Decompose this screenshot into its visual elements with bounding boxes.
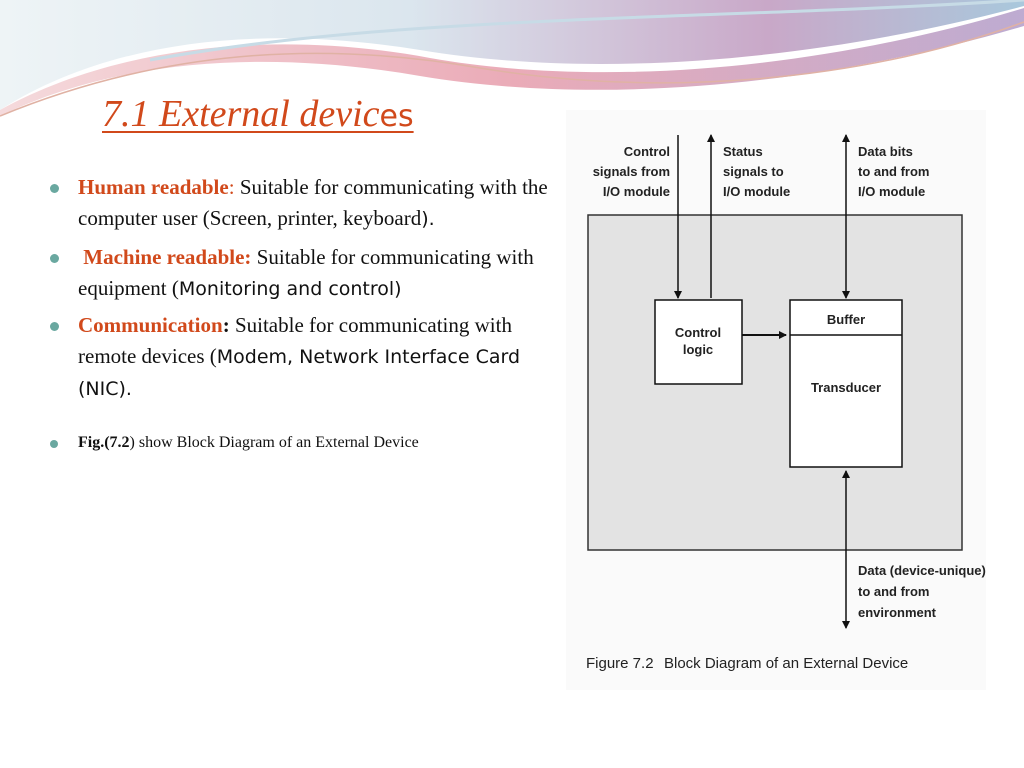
control-signals-label: signals from (593, 164, 670, 179)
control-signals-label: Control (624, 144, 670, 159)
bullet-communication: Communication: Suitable for communicatin… (48, 310, 548, 405)
decorative-banner (0, 0, 1024, 117)
control-logic-label: logic (683, 342, 713, 357)
device-panel (587, 214, 963, 551)
status-signals-label: signals to (723, 164, 784, 179)
buffer-label: Buffer (827, 312, 865, 327)
slide-title: 7.1 External devices (102, 93, 414, 135)
status-signals-label: Status (723, 144, 763, 159)
environment-data-label: Data (device-unique) (858, 563, 986, 578)
bullet-dot (50, 322, 59, 331)
status-signals-label: I/O module (723, 184, 790, 199)
buffer-transducer-box (789, 299, 903, 468)
figure-caption-text: Block Diagram of an External Device (664, 655, 908, 672)
bullet-human-readable: Human readable: Suitable for communicati… (48, 172, 548, 235)
bullet-dot (50, 254, 59, 263)
environment-data-label: to and from (858, 584, 930, 599)
block-diagram-figure: Control logic Buffer Transducer Control … (566, 110, 986, 690)
data-bits-label: to and from (858, 164, 930, 179)
bullet-list: Human readable: Suitable for communicati… (48, 172, 548, 455)
control-logic-box (654, 299, 743, 385)
bullet-machine-readable: Machine readable: Suitable for communica… (48, 242, 548, 305)
bullet-dot (50, 184, 59, 193)
environment-data-label: environment (858, 605, 937, 620)
control-logic-label: Control (675, 325, 721, 340)
bullet-dot (50, 440, 58, 448)
bullet-figure-reference: Fig.(7.2) show Block Diagram of an Exter… (48, 431, 548, 455)
data-bits-label: I/O module (858, 184, 925, 199)
control-signals-label: I/O module (603, 184, 670, 199)
transducer-label: Transducer (811, 380, 881, 395)
data-bits-label: Data bits (858, 144, 913, 159)
figure-caption-number: Figure 7.2 (586, 655, 654, 672)
